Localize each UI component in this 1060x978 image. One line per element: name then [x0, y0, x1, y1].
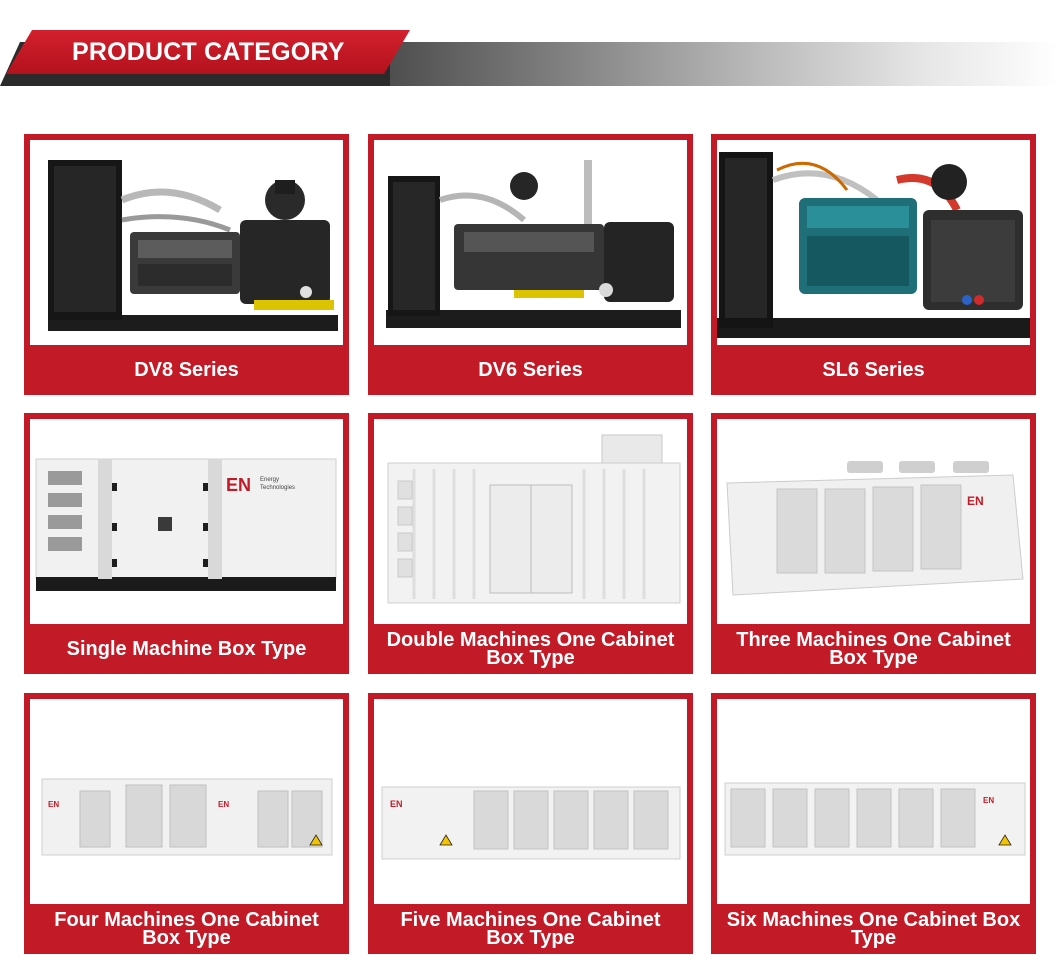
product-image-five-box[interactable]: EN [374, 699, 687, 904]
product-image-six-box[interactable]: EN [717, 699, 1030, 904]
product-label-six-box[interactable]: Six Machines One Cabinet Box Type [726, 909, 1021, 949]
section-header-banner: PRODUCT CATEGORY [0, 28, 1060, 88]
brand-logo-en: EN [226, 475, 251, 495]
svg-text:Energy: Energy [260, 477, 279, 483]
svg-text:EN: EN [390, 799, 403, 809]
product-card-dv6[interactable]: DV6 Series [368, 134, 693, 395]
product-card-single-box[interactable]: EN Energy Technologies Single Machine Bo… [24, 413, 349, 674]
product-image-dv6[interactable] [374, 140, 687, 345]
long-container-generator-icon: EN [717, 699, 1030, 904]
product-image-double-box[interactable] [374, 419, 687, 624]
long-container-generator-icon: EN EN [30, 699, 343, 904]
product-label-dv8[interactable]: DV8 Series [134, 359, 239, 381]
svg-text:Technologies: Technologies [260, 485, 295, 491]
product-image-sl6[interactable] [717, 140, 1030, 345]
section-title: PRODUCT CATEGORY [72, 38, 345, 66]
product-image-single-box[interactable]: EN Energy Technologies [30, 419, 343, 624]
product-image-dv8[interactable] [30, 140, 343, 345]
svg-text:EN: EN [983, 796, 994, 805]
container-generator-icon: EN [717, 419, 1030, 624]
svg-text:EN: EN [48, 800, 59, 809]
svg-text:EN: EN [218, 800, 229, 809]
long-container-generator-icon: EN [374, 699, 687, 904]
product-label-dv6[interactable]: DV6 Series [478, 359, 583, 381]
open-frame-generator-icon [374, 140, 687, 345]
product-card-sl6[interactable]: SL6 Series [711, 134, 1036, 395]
product-card-four-box[interactable]: EN EN Four Machines One Cabinet Box Type [24, 693, 349, 954]
product-label-three-box[interactable]: Three Machines One Cabinet Box Type [736, 629, 1011, 669]
banner-gradient-bar [378, 42, 1060, 86]
product-card-dv8[interactable]: DV8 Series [24, 134, 349, 395]
product-card-six-box[interactable]: EN Six Machines One Cabinet Box Type [711, 693, 1036, 954]
brand-logo-en: EN [967, 494, 984, 508]
banner-red-tab [6, 30, 410, 74]
product-image-four-box[interactable]: EN EN [30, 699, 343, 904]
product-label-double-box[interactable]: Double Machines One Cabinet Box Type [386, 629, 675, 669]
product-card-five-box[interactable]: EN Five Machines One Cabinet Box Type [368, 693, 693, 954]
open-frame-generator-icon [30, 140, 343, 345]
product-label-five-box[interactable]: Five Machines One Cabinet Box Type [400, 909, 661, 949]
silent-canopy-generator-icon: EN Energy Technologies [30, 419, 343, 624]
open-frame-generator-icon [717, 140, 1030, 345]
product-label-four-box[interactable]: Four Machines One Cabinet Box Type [54, 909, 319, 949]
product-image-three-box[interactable]: EN [717, 419, 1030, 624]
product-label-single-box[interactable]: Single Machine Box Type [66, 638, 307, 660]
product-label-sl6[interactable]: SL6 Series [822, 359, 925, 381]
container-generator-icon [374, 419, 687, 624]
product-card-three-box[interactable]: EN Three Machines One Cabinet Box Type [711, 413, 1036, 674]
product-card-double-box[interactable]: Double Machines One Cabinet Box Type [368, 413, 693, 674]
